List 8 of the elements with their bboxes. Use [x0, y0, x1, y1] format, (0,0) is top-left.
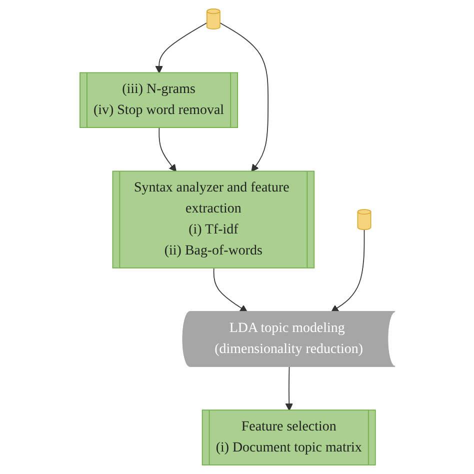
arrow [154, 22, 207, 74]
arrow [330, 229, 364, 312]
arrow [158, 128, 176, 172]
node-cylinder [206, 8, 220, 30]
arrow [219, 22, 268, 172]
arrow [212, 268, 248, 312]
arrow [284, 366, 292, 411]
node-cylinder [356, 209, 371, 230]
